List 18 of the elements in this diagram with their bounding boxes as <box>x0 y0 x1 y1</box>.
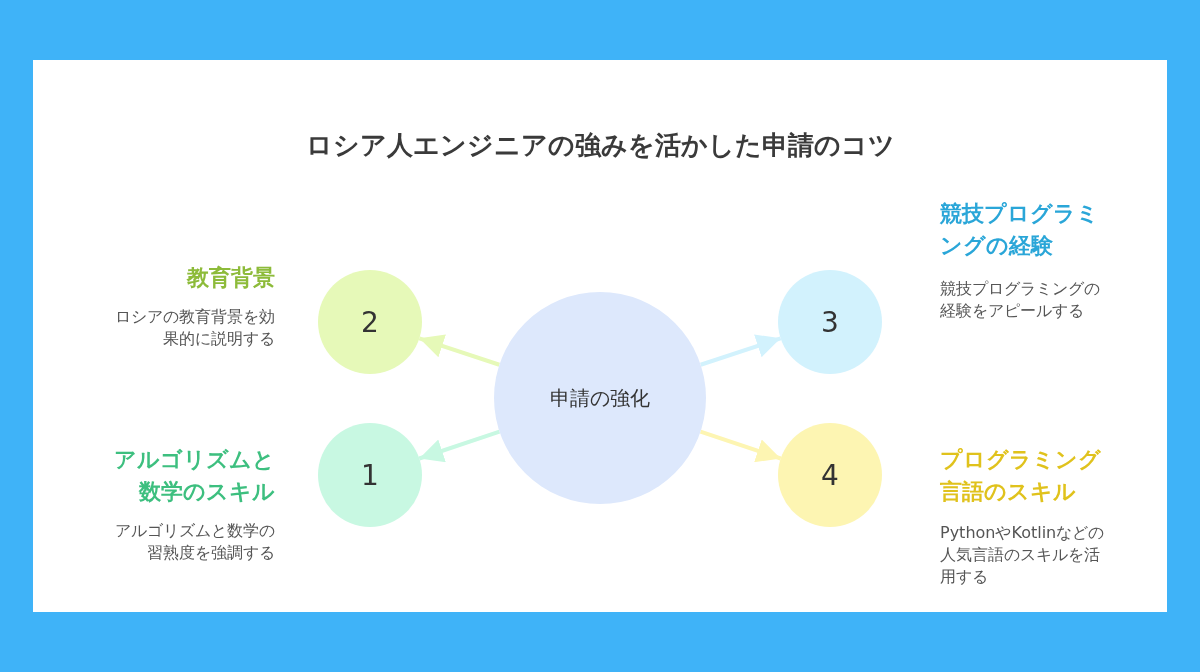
step-heading: アルゴリズムと数学のスキル <box>113 446 275 506</box>
step-number: 1 <box>361 458 379 492</box>
step-number: 2 <box>361 305 379 339</box>
step-description: ロシアの教育背景を効果的に説明する <box>114 306 275 350</box>
arrow <box>418 429 501 463</box>
step-description: アルゴリズムと数学の習熟度を強調する <box>114 520 275 564</box>
step-description: 競技プログラミングの経験をアピールする <box>940 278 1101 322</box>
arrow <box>418 334 500 367</box>
step-heading: プログラミング言語のスキル <box>940 446 1102 506</box>
step-number: 4 <box>821 458 839 492</box>
step-heading: 教育背景 <box>185 264 275 292</box>
arrow <box>699 429 782 463</box>
title: ロシア人エンジニアの強みを活かした申請のコツ <box>304 129 896 162</box>
hub-label: 申請の強化 <box>550 384 650 412</box>
step-description: PythonやKotlinなどの人気言語のスキルを活用する <box>940 522 1106 588</box>
step-number: 3 <box>821 305 839 339</box>
arrow <box>700 334 782 367</box>
step-heading: 競技プログラミングの経験 <box>940 200 1100 260</box>
